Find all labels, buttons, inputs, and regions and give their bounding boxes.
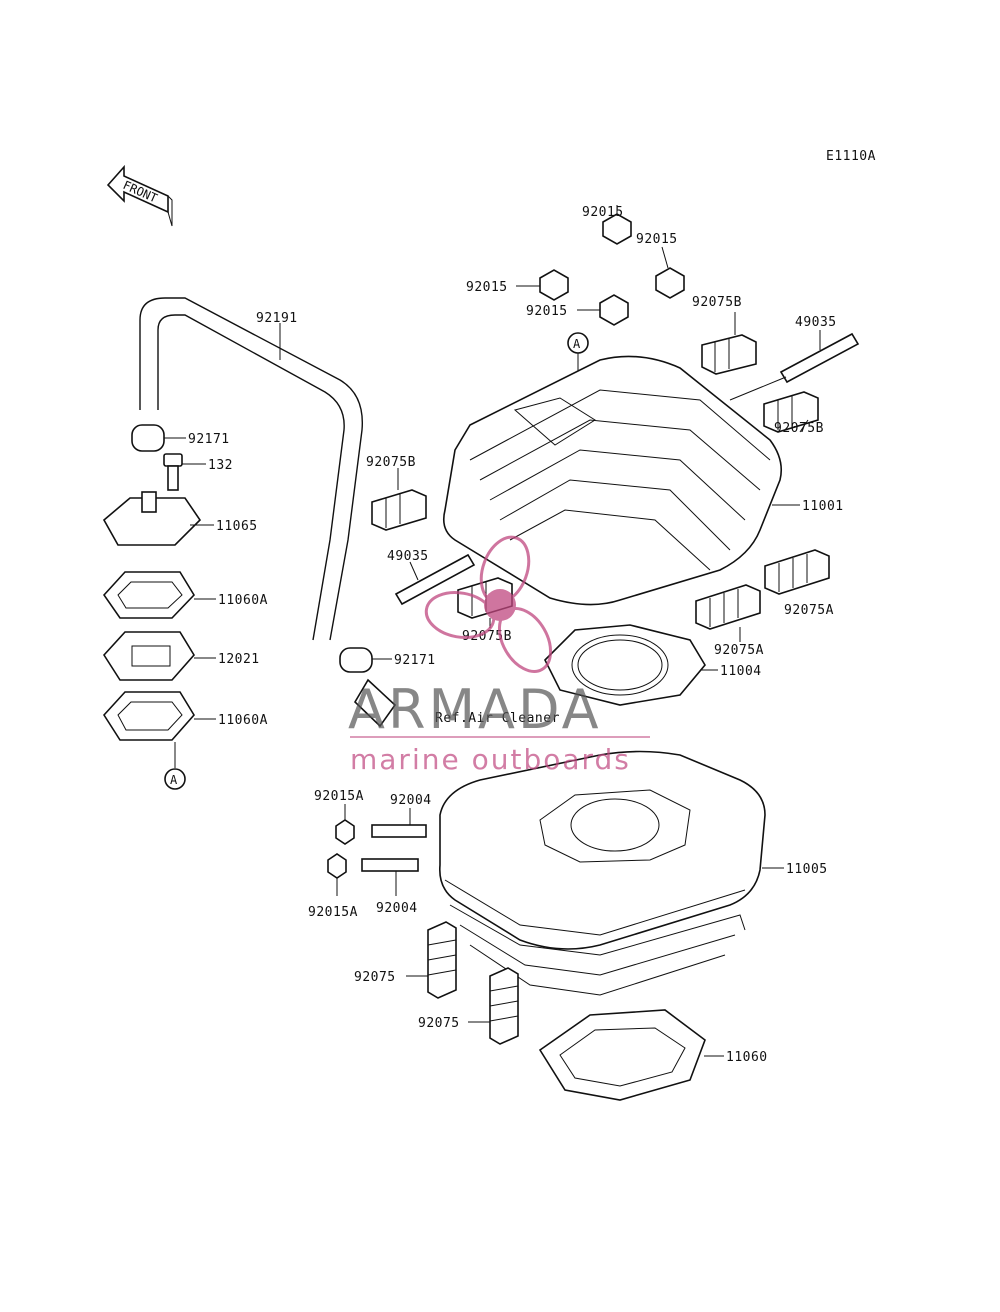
cover-11065 xyxy=(102,491,214,546)
ref-air-cleaner: Ref.Air Cleaner xyxy=(435,711,560,726)
label-11060: 11060 xyxy=(726,1050,768,1065)
label-92004-b: 92004 xyxy=(376,901,418,916)
hose-92191 xyxy=(139,297,364,641)
gasket-11004 xyxy=(544,624,718,706)
sleeves-92075A-b xyxy=(695,584,761,642)
label-49035-a: 49035 xyxy=(795,315,837,330)
gasket-11060A-bottom xyxy=(102,691,216,768)
label-92075-b: 92075 xyxy=(418,1016,460,1031)
label-92015-d: 92015 xyxy=(526,304,568,319)
plate-12021 xyxy=(102,631,216,681)
label-92004-a: 92004 xyxy=(390,793,432,808)
label-11060A-top: 11060A xyxy=(218,593,268,608)
label-11005: 11005 xyxy=(786,862,828,877)
front-arrow-icon: FRONT xyxy=(106,164,173,227)
pin-49035-a xyxy=(729,330,860,401)
label-92015A-b: 92015A xyxy=(308,905,358,920)
stud-92004-a xyxy=(371,808,427,838)
label-92171-top: 92171 xyxy=(188,432,230,447)
label-92171-bottom: 92171 xyxy=(394,653,436,668)
label-11065: 11065 xyxy=(216,519,258,534)
front-label: FRONT xyxy=(121,178,160,205)
nut-92015-d xyxy=(577,294,629,326)
watermark-tagline: marine outboards xyxy=(350,743,631,776)
label-49035-b: 49035 xyxy=(387,549,429,564)
svg-text:A: A xyxy=(170,773,178,787)
label-92191: 92191 xyxy=(256,311,298,326)
sleeves-92075B-a xyxy=(701,312,757,375)
gasket-11060A-top xyxy=(102,571,216,619)
propeller-logo-icon xyxy=(424,535,553,673)
label-92015-b: 92015 xyxy=(636,232,678,247)
label-92075B-b: 92075B xyxy=(774,421,824,436)
cylinder-head-11001 xyxy=(442,355,800,606)
nut-92015A-b xyxy=(327,853,347,896)
nut-92015-b xyxy=(655,246,685,299)
nut-92015-c xyxy=(516,269,569,301)
cylinder-11005 xyxy=(438,750,784,996)
svg-text:A: A xyxy=(573,337,581,351)
label-11004: 11004 xyxy=(720,664,762,679)
stud-92004-b xyxy=(361,858,419,896)
nut-92015-a xyxy=(602,205,632,245)
pin-49035-b xyxy=(394,553,476,606)
sleeves-92075-a xyxy=(406,921,457,999)
label-92075A-b: 92075A xyxy=(714,643,764,658)
label-11060A-bottom: 11060A xyxy=(218,713,268,728)
diagram-code: E1110A xyxy=(826,149,876,164)
label-132: 132 xyxy=(208,458,233,473)
watermark: ARMADA marine outboards xyxy=(348,535,650,776)
sleeves-92075-b xyxy=(468,967,519,1045)
label-92075A-a: 92075A xyxy=(784,603,834,618)
marker-a-left: A xyxy=(164,768,186,790)
nut-92015A-a xyxy=(335,804,355,845)
sleeves-92075B-c xyxy=(371,468,427,531)
sleeves-92075B-b xyxy=(763,391,819,433)
label-11001: 11001 xyxy=(802,499,844,514)
sleeves-92075A-a xyxy=(764,549,830,595)
label-92015-a: 92015 xyxy=(582,205,624,220)
label-92015A-a: 92015A xyxy=(314,789,364,804)
label-12021: 12021 xyxy=(218,652,260,667)
clamp-92171-bottom xyxy=(339,647,397,728)
label-92075B-c: 92075B xyxy=(366,455,416,470)
label-92075B-a: 92075B xyxy=(692,295,742,310)
clamp-92171-top xyxy=(131,424,186,452)
gasket-11060 xyxy=(538,1009,724,1101)
watermark-brand: ARMADA xyxy=(348,678,602,741)
label-92075-a: 92075 xyxy=(354,970,396,985)
bolt-132 xyxy=(163,453,206,491)
label-92015-c: 92015 xyxy=(466,280,508,295)
